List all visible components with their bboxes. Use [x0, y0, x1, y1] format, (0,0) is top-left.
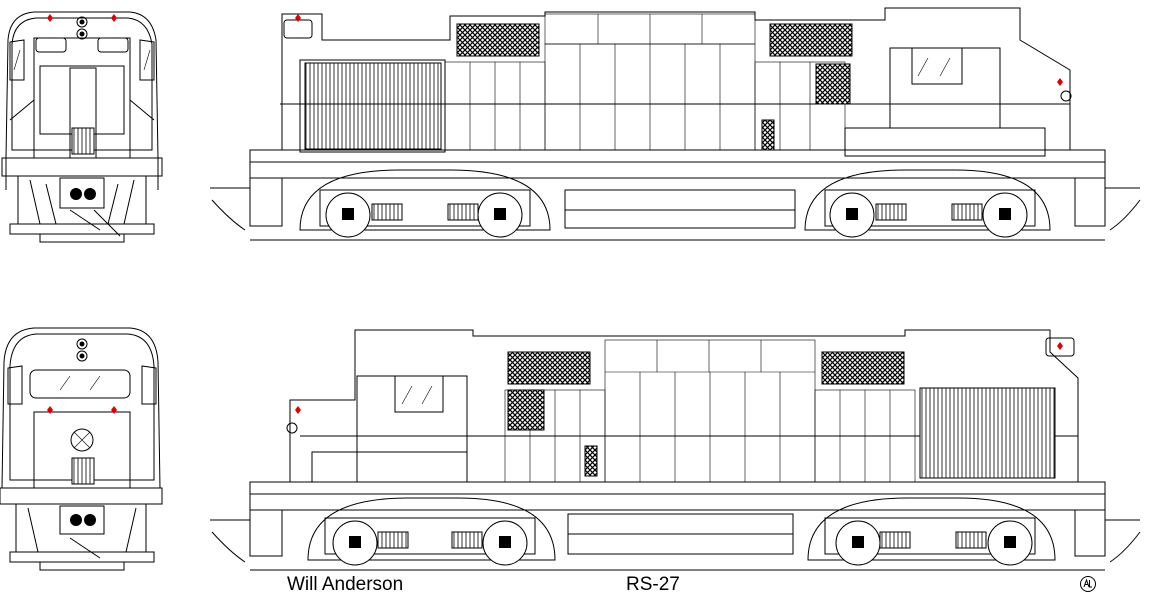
- artist-monogram-icon: [1080, 576, 1096, 592]
- model-caption: RS-27: [626, 574, 680, 595]
- bottom-rear-truck: [807, 497, 1056, 566]
- bottom-side-view: [210, 329, 1141, 571]
- bottom-end-view: [0, 327, 163, 571]
- bottom-front-truck: [307, 497, 556, 566]
- author-caption: Will Anderson: [287, 574, 404, 595]
- top-rear-truck: [804, 169, 1051, 238]
- top-side-view: [210, 7, 1141, 241]
- top-end-view: [1, 11, 163, 243]
- top-front-truck: [299, 169, 551, 238]
